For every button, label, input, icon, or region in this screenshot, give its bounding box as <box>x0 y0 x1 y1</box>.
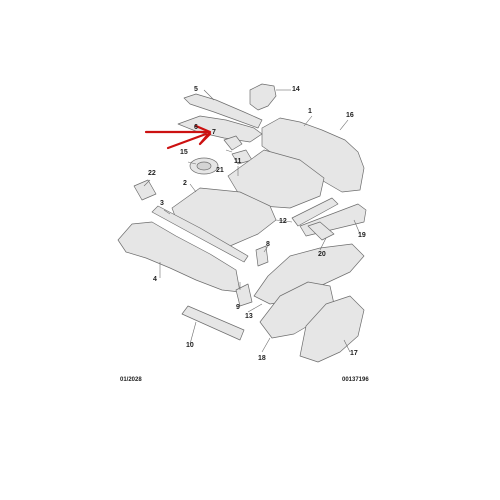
callout-16: 16 <box>346 112 354 119</box>
callout-6: 6 <box>194 124 198 131</box>
callout-4: 4 <box>153 276 157 283</box>
callout-15: 15 <box>180 149 188 156</box>
part-5-cross-rail <box>183 93 263 129</box>
callout-1: 1 <box>308 108 312 115</box>
part-10-lower-strip <box>181 305 245 341</box>
callout-3: 3 <box>160 200 164 207</box>
part-3-strip <box>151 205 249 263</box>
part-17-wheel-arch <box>299 295 365 363</box>
callout-8: 8 <box>266 241 270 248</box>
part-12-rail <box>291 197 339 227</box>
callout-21: 21 <box>216 167 224 174</box>
callout-17: 17 <box>350 350 358 357</box>
callout-19: 19 <box>358 232 366 239</box>
callout-13: 13 <box>245 313 253 320</box>
callout-18: 18 <box>258 355 266 362</box>
callout-22: 22 <box>148 170 156 177</box>
callout-11: 11 <box>234 158 242 165</box>
part-7-small-bracket <box>223 135 243 151</box>
footer-date: 01/2028 <box>120 377 142 383</box>
part-22-bracket <box>133 179 157 201</box>
callout-2: 2 <box>183 180 187 187</box>
callout-20: 20 <box>318 251 326 258</box>
part-20-rail <box>307 221 335 241</box>
leader-lines <box>143 89 361 353</box>
callout-12: 12 <box>279 218 287 225</box>
footer-reference: 00137196 <box>342 377 369 383</box>
callout-14: 14 <box>292 86 300 93</box>
callout-5: 5 <box>194 86 198 93</box>
callout-7: 7 <box>212 129 216 136</box>
highlight-arrow <box>144 124 212 150</box>
callout-9: 9 <box>236 304 240 311</box>
part-14-bracket <box>249 83 277 111</box>
callout-10: 10 <box>186 342 194 349</box>
